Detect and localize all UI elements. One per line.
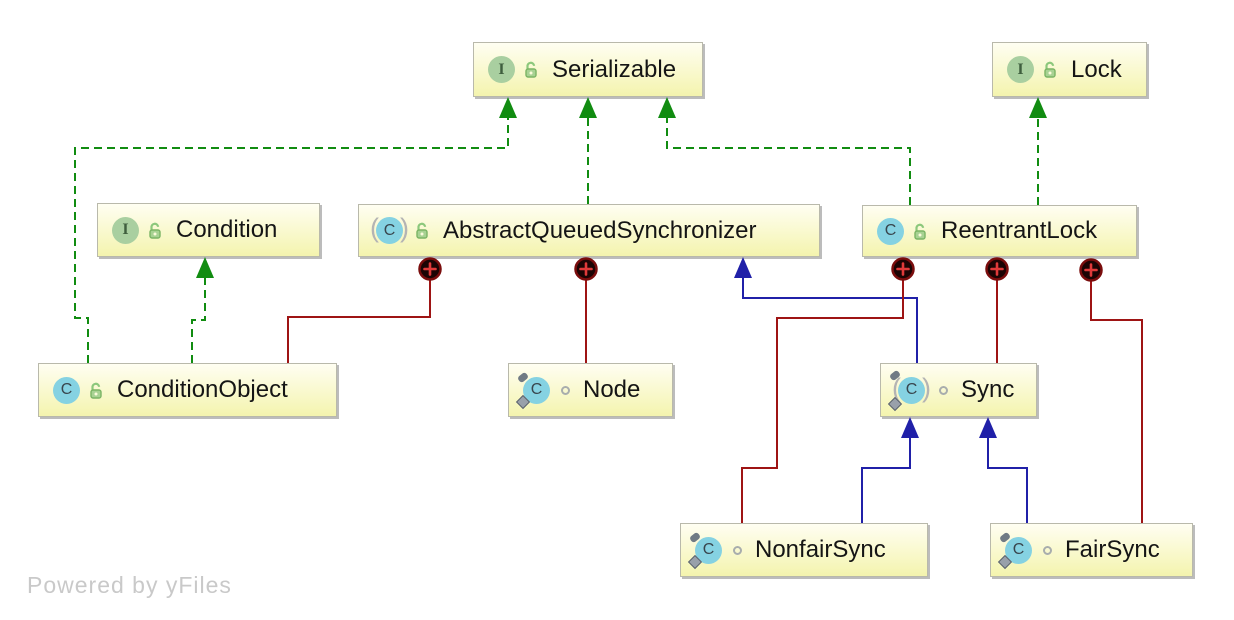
class-name-label: Lock — [1071, 55, 1122, 83]
abstract-class-icon: (C) — [370, 213, 409, 244]
inner-class-plus-badge — [418, 257, 442, 281]
class-name-label: ConditionObject — [117, 376, 288, 403]
class-name-label: FairSync — [1065, 536, 1160, 563]
yfiles-watermark: Powered by yFiles — [27, 572, 232, 598]
public-visibility-lock-icon — [1044, 61, 1056, 78]
interface-icon: I — [1007, 56, 1034, 83]
class-node-condition[interactable]: I Condition — [97, 203, 320, 257]
public-visibility-lock-icon — [525, 61, 537, 78]
class-name-label: NonfairSync — [755, 536, 886, 563]
static-class-icon: C — [687, 531, 722, 569]
interface-icon: I — [112, 216, 139, 244]
implements-arrowhead — [1029, 97, 1047, 118]
public-visibility-lock-icon — [149, 222, 161, 239]
abstract-static-class-icon: (C) — [887, 369, 931, 411]
extends-arrowhead — [979, 417, 997, 438]
public-visibility-lock-icon — [90, 382, 102, 399]
class-node-sync[interactable]: (C) Sync — [880, 363, 1037, 417]
edge-conditionobject-implements-condition[interactable] — [191, 257, 214, 363]
class-node-node[interactable]: C Node — [508, 363, 673, 417]
static-class-icon: C — [997, 531, 1032, 569]
edge-sync-extends-aqs[interactable] — [734, 257, 918, 363]
implements-arrowhead — [579, 97, 597, 118]
extends-arrowhead — [901, 417, 919, 438]
inner-class-plus-badge — [1079, 258, 1103, 282]
class-icon: C — [877, 217, 904, 245]
class-node-lock[interactable]: I Lock — [992, 42, 1147, 97]
public-visibility-lock-icon — [914, 223, 926, 240]
inner-class-plus-badge — [985, 257, 1009, 281]
class-node-reentrantlock[interactable]: C ReentrantLock — [862, 205, 1137, 257]
class-name-label: Serializable — [552, 55, 677, 83]
public-visibility-lock-icon — [416, 222, 428, 239]
class-icon: C — [53, 376, 80, 404]
package-private-visibility-icon — [733, 545, 742, 555]
class-name-label: AbstractQueuedSynchronizer — [443, 216, 757, 244]
class-node-serializable[interactable]: I Serializable — [473, 42, 703, 97]
edge-aqs-inner-conditionobject[interactable] — [287, 257, 442, 364]
implements-arrowhead — [196, 257, 214, 278]
edge-nonfairsync-extends-sync[interactable] — [861, 417, 919, 523]
class-node-nonfairsync[interactable]: C NonfairSync — [680, 523, 928, 577]
inner-class-plus-badge — [891, 257, 915, 281]
static-class-icon: C — [515, 371, 550, 409]
implements-arrowhead — [658, 97, 676, 118]
class-name-label: Sync — [961, 376, 1015, 403]
edge-reentrantlock-implements-serializable[interactable] — [658, 97, 911, 205]
extends-arrowhead — [734, 257, 752, 278]
package-private-visibility-icon — [939, 385, 948, 395]
edge-reentrantlock-inner-fairsync[interactable] — [1079, 258, 1143, 524]
implements-arrowhead — [499, 97, 517, 118]
edge-fairsync-extends-sync[interactable] — [979, 417, 1028, 523]
edge-aqs-implements-serializable[interactable] — [579, 97, 597, 204]
interface-icon: I — [488, 56, 515, 83]
package-private-visibility-icon — [561, 385, 570, 395]
edge-reentrantlock-inner-sync[interactable] — [985, 257, 1009, 364]
class-name-label: Node — [583, 376, 641, 403]
package-private-visibility-icon — [1043, 545, 1052, 555]
edge-reentrantlock-implements-lock[interactable] — [1029, 97, 1047, 205]
class-node-conditionobject[interactable]: C ConditionObject — [38, 363, 337, 417]
inner-class-plus-badge — [574, 257, 598, 281]
class-name-label: ReentrantLock — [941, 217, 1098, 244]
class-name-label: Condition — [176, 216, 278, 243]
class-node-fairsync[interactable]: C FairSync — [990, 523, 1193, 577]
class-node-abstractqueuedsynchronizer[interactable]: (C) AbstractQueuedSynchronizer — [358, 204, 820, 257]
edge-aqs-inner-node[interactable] — [574, 257, 598, 364]
